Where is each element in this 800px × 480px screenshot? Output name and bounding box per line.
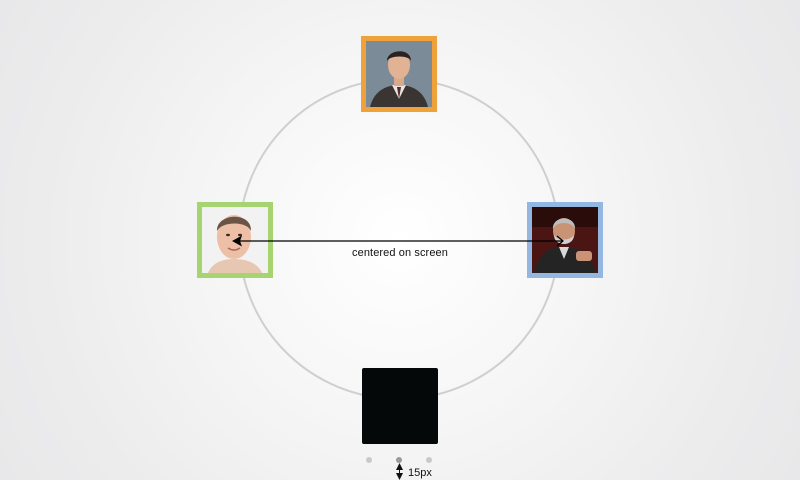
photo-tile-bottom[interactable] xyxy=(362,368,438,444)
spacing-annotation-label: 15px xyxy=(408,467,432,479)
portrait-image-left xyxy=(202,207,268,273)
pagination-dot-active[interactable] xyxy=(396,457,402,463)
orbit-ring xyxy=(238,78,560,400)
pagination-dot[interactable] xyxy=(366,457,372,463)
pagination-dots xyxy=(362,457,438,467)
photo-tile-top[interactable] xyxy=(361,36,437,112)
portrait-image-right xyxy=(532,207,598,273)
photo-tile-left[interactable] xyxy=(197,202,273,278)
pagination-dot[interactable] xyxy=(426,457,432,463)
center-annotation-label: centered on screen xyxy=(352,247,448,259)
photo-tile-right[interactable] xyxy=(527,202,603,278)
portrait-image-top xyxy=(366,41,432,107)
